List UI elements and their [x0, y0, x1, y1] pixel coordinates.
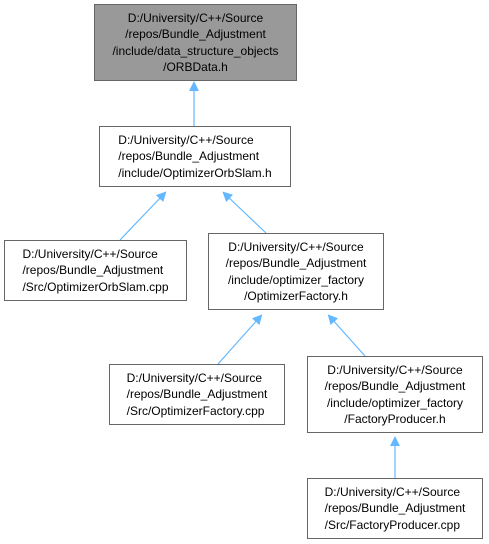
- node-optimizer-factory-cpp-label: D:/University/C++/Source /repos/Bundle_A…: [126, 370, 268, 418]
- node-optimizer-orbslam-cpp-label: D:/University/C++/Source /repos/Bundle_A…: [22, 246, 169, 294]
- node-factory-producer-h[interactable]: D:/University/C++/Source /repos/Bundle_A…: [307, 356, 483, 433]
- node-optimizer-orbslam-h[interactable]: D:/University/C++/Source /repos/Bundle_A…: [99, 126, 291, 187]
- node-factory-producer-cpp-label: D:/University/C++/Source /repos/Bundle_A…: [324, 484, 466, 532]
- edge-optimizer-factory-cpp-to-optimizer-factory-h: [217, 314, 263, 365]
- node-optimizer-factory-cpp[interactable]: D:/University/C++/Source /repos/Bundle_A…: [109, 364, 285, 425]
- node-optimizer-orbslam-h-label: D:/University/C++/Source /repos/Bundle_A…: [118, 132, 272, 180]
- node-factory-producer-cpp[interactable]: D:/University/C++/Source /repos/Bundle_A…: [307, 478, 483, 539]
- node-optimizer-factory-h-label: D:/University/C++/Source /repos/Bundle_A…: [225, 239, 367, 304]
- edge-optimizer-orbslam-cpp-to-optimizer-orbslam-h: [119, 191, 167, 241]
- edge-factory-producer-h-to-optimizer-factory-h: [327, 314, 366, 357]
- node-optimizer-orbslam-cpp[interactable]: D:/University/C++/Source /repos/Bundle_A…: [4, 240, 187, 301]
- node-orbdata-h-label: D:/University/C++/Source /repos/Bundle_A…: [112, 10, 279, 75]
- edge-optimizer-factory-h-to-optimizer-orbslam-h: [222, 191, 267, 234]
- node-optimizer-factory-h[interactable]: D:/University/C++/Source /repos/Bundle_A…: [208, 233, 384, 310]
- node-orbdata-h: D:/University/C++/Source /repos/Bundle_A…: [94, 4, 297, 81]
- node-factory-producer-h-label: D:/University/C++/Source /repos/Bundle_A…: [324, 362, 466, 427]
